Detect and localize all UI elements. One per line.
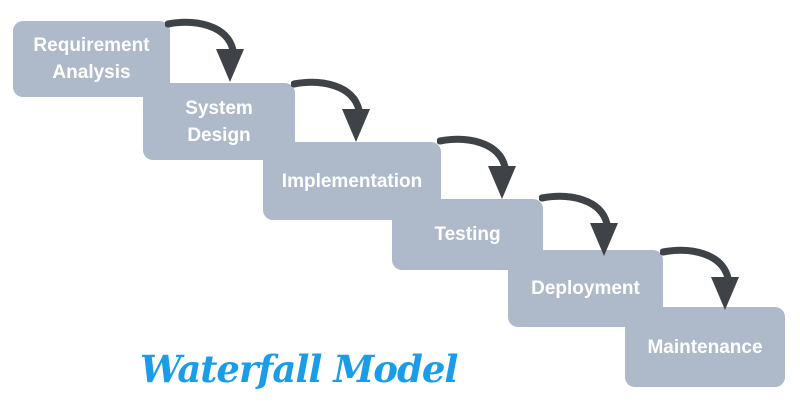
diagram-title: Waterfall Model <box>140 347 458 391</box>
stage-label: Testing <box>434 224 501 245</box>
stage-label: Implementation <box>281 170 423 192</box>
curved-down-arrow-icon <box>165 18 244 82</box>
stage-label: System Design <box>185 97 253 146</box>
curved-down-arrow-icon <box>660 246 739 310</box>
stage-maintenance: Maintenance <box>625 307 785 387</box>
curved-down-arrow-icon <box>291 78 370 142</box>
curved-down-arrow-icon <box>437 135 516 199</box>
stage-label: Requirement Analysis <box>33 35 150 83</box>
curved-down-arrow-icon <box>539 192 618 256</box>
stage-requirement-analysis: Requirement Analysis <box>13 21 170 97</box>
stage-label: Deployment <box>531 278 640 299</box>
stage-label: Maintenance <box>647 336 763 358</box>
